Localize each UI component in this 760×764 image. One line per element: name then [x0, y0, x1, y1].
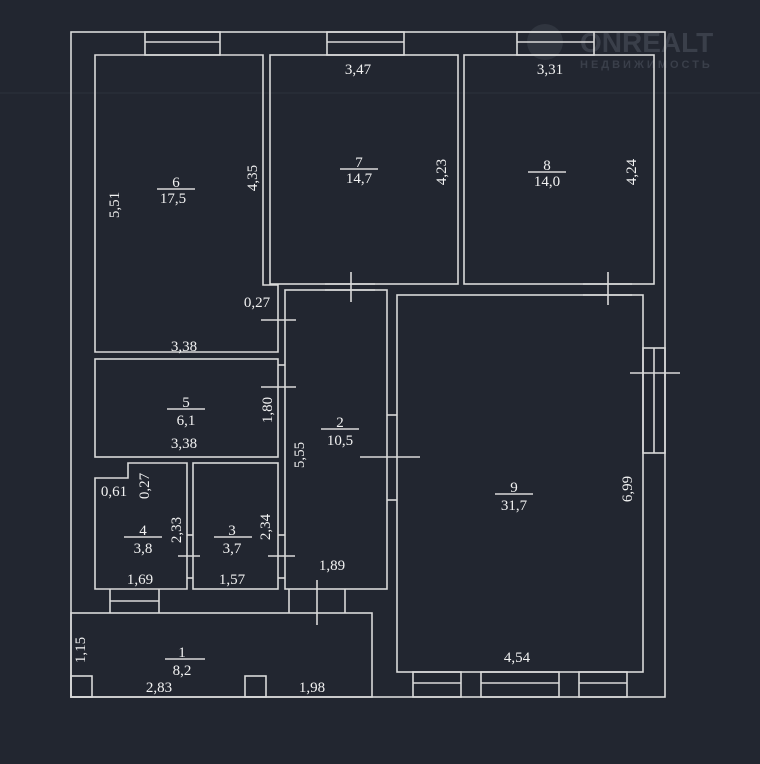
window: [412, 671, 462, 698]
outer-wall: [70, 31, 666, 698]
svg-text:4: 4: [139, 523, 147, 539]
room-label-7: 714,7: [340, 155, 378, 187]
dim-label: 1,89: [319, 558, 345, 574]
svg-text:1: 1: [178, 645, 186, 661]
room-label-5: 56,1: [167, 395, 205, 429]
svg-text:5: 5: [182, 395, 190, 411]
room-8: [463, 54, 655, 285]
room-5: [94, 358, 279, 458]
svg-text:6: 6: [172, 175, 180, 191]
dim-label: 1,57: [219, 572, 246, 588]
dim-label: 4,24: [624, 158, 640, 185]
dim-label: 3,38: [171, 436, 197, 452]
window: [144, 31, 221, 56]
room-label-9: 931,7: [495, 480, 533, 514]
room-label-3: 33,7: [214, 523, 252, 557]
window: [480, 671, 560, 698]
svg-text:3: 3: [228, 523, 236, 539]
column: [244, 675, 267, 698]
dim-label: 6,99: [620, 476, 636, 502]
dim-label: 3,38: [171, 339, 197, 355]
svg-text:8,2: 8,2: [173, 663, 192, 679]
window: [578, 671, 628, 698]
dim-label: 5,51: [107, 192, 123, 218]
dim-label: 4,23: [434, 159, 450, 185]
room-label-6: 617,5: [157, 175, 195, 207]
door-markers: [109, 272, 632, 625]
watermark-tagline: НЕДВИЖИМОСТЬ: [580, 59, 713, 71]
column: [70, 675, 93, 698]
watermark-logo: ONREALT НЕДВИЖИМОСТЬ: [527, 24, 713, 71]
svg-text:6,1: 6,1: [177, 413, 196, 429]
svg-text:14,7: 14,7: [346, 171, 373, 187]
dim-label: 0,27: [137, 472, 153, 499]
dim-label: 1,80: [260, 397, 276, 423]
svg-text:3,7: 3,7: [223, 541, 242, 557]
svg-text:17,5: 17,5: [160, 191, 186, 207]
room-9: [396, 294, 644, 673]
room-4: [94, 462, 188, 590]
svg-text:2: 2: [336, 415, 344, 431]
dimension-labels: 3,47 3,31 5,51 4,35 4,23 4,24 0,27 3,38 …: [73, 62, 640, 696]
room-label-2: 210,5: [321, 415, 359, 449]
svg-text:7: 7: [355, 155, 363, 171]
dim-label: 0,27: [244, 295, 271, 311]
svg-text:10,5: 10,5: [327, 433, 353, 449]
dim-label: 3,31: [537, 62, 563, 78]
room-6: [94, 54, 279, 353]
dim-label: 5,55: [292, 442, 308, 468]
room-label-4: 43,8: [124, 523, 162, 557]
svg-text:14,0: 14,0: [534, 174, 560, 190]
svg-text:8: 8: [543, 158, 551, 174]
room-label-8: 814,0: [528, 158, 566, 190]
room-1: [70, 612, 373, 698]
dim-label: 4,35: [245, 165, 261, 191]
dim-label: 2,34: [258, 513, 274, 540]
dim-label: 0,61: [101, 484, 127, 500]
svg-text:31,7: 31,7: [501, 498, 528, 514]
dim-label: 3,47: [345, 62, 372, 78]
dim-label: 1,15: [73, 637, 89, 663]
dim-label: 2,83: [146, 680, 172, 696]
window: [326, 31, 405, 56]
room-3: [192, 462, 279, 590]
svg-text:9: 9: [510, 480, 518, 496]
dim-label: 1,98: [299, 680, 325, 696]
svg-text:3,8: 3,8: [134, 541, 153, 557]
window: [630, 347, 680, 454]
dim-label: 4,54: [504, 650, 531, 666]
dim-label: 2,33: [169, 517, 185, 543]
dim-label: 1,69: [127, 572, 153, 588]
room-label-1: 18,2: [165, 645, 205, 679]
